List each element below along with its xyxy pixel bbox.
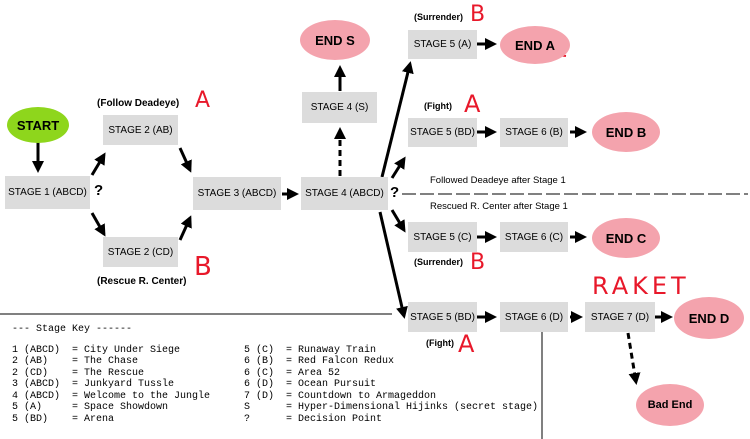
handwritten-b-surrender-top: B: [470, 2, 486, 27]
stage-4s-node: STAGE 4 (S): [302, 92, 377, 123]
handwritten-b-stage2cd: B: [194, 252, 212, 282]
edge-stage4-stage5bd-bot: [378, 211, 408, 319]
stage-key-row: 5 (A) = Space Showdown S = Hyper-Dimensio…: [12, 402, 538, 414]
stage-5bd-top-node: STAGE 5 (BD): [408, 118, 477, 147]
stage-3-node: STAGE 3 (ABCD): [193, 177, 281, 210]
label-fight-bottom: (Fight): [426, 338, 454, 348]
stage-key-entry: ? = Decision Point: [244, 413, 383, 425]
stage-key-header: --- Stage Key ------: [12, 324, 133, 335]
stage-key-entry: S = Hyper-Dimensional Hijinks (secret st…: [244, 402, 539, 413]
stage-key-entry: 5 (C) = Runaway Train: [244, 344, 377, 356]
stage-2ab-node: STAGE 2 (AB): [103, 115, 178, 145]
stage-key-entry: 4 (ABCD) = Welcome to the Jungle: [12, 390, 211, 402]
edge-stage4-stage5c: [390, 209, 406, 233]
stage-key-row: 1 (ABCD) = City Under Siege 5 (C) = Runaw…: [12, 345, 538, 357]
handwritten-a-fight-bottom: A: [458, 330, 475, 358]
label-rescued-after-stage1: Rescued R. Center after Stage 1: [430, 201, 568, 212]
handwritten-b-surrender-mid: B: [470, 250, 486, 275]
stage-5a-node: STAGE 5 (A): [408, 30, 477, 59]
stage-key-entry: 5 (A) = Space Showdown: [12, 402, 169, 413]
stage-key-row: 4 (ABCD) = Welcome to the Jungle 7 (D) = …: [12, 391, 538, 403]
stage-key-entry: 2 (CD) = The Rescue: [12, 367, 145, 379]
label-rescue-center: (Rescue R. Center): [97, 276, 187, 287]
stage-key: --- Stage Key ------ 1 (ABCD) = City Und…: [12, 324, 538, 425]
stage-key-entry: 6 (B) = Red Falcon Redux: [244, 356, 395, 367]
label-follow-deadeye: (Follow Deadeye): [97, 98, 180, 109]
label-followed-after-stage1: Followed Deadeye after Stage 1: [430, 175, 566, 186]
stage-key-entry: 6 (C) = Area 52: [244, 367, 341, 379]
end-a-node: END A: [500, 26, 570, 64]
stage-key-entry: 3 (ABCD) = Junkyard Tussle: [12, 379, 175, 390]
stage-5bd-bottom-node: STAGE 5 (BD): [408, 302, 477, 332]
decision-point-1: ?: [94, 182, 104, 199]
stage-6b-node: STAGE 6 (B): [500, 118, 568, 147]
label-fight-top: (Fight): [424, 101, 452, 111]
stage-1-node: STAGE 1 (ABCD): [5, 176, 90, 209]
end-d-node: END D: [674, 297, 744, 339]
edge-stage2ab-stage3: [178, 147, 192, 173]
end-b-node: END B: [592, 112, 660, 152]
stage-7d-node: STAGE 7 (D): [585, 302, 655, 332]
edge-stage1-stage2ab: [90, 152, 106, 176]
stage-key-entry: 1 (ABCD) = City Under Siege: [12, 344, 181, 356]
stage-6c-node: STAGE 6 (C): [500, 222, 568, 252]
edge-stage2cd-stage3: [178, 215, 192, 241]
stage-key-entry: 6 (D) = Ocean Pursuit: [244, 379, 377, 390]
stage-key-entry: 7 (D) = Countdown to Armageddon: [244, 390, 437, 402]
stage-5c-node: STAGE 5 (C): [408, 222, 477, 252]
decision-point-2: ?: [390, 184, 400, 201]
stage-2cd-node: STAGE 2 (CD): [103, 237, 178, 267]
edge-stage4-stage5bd-top: [390, 156, 406, 179]
handwritten-a-stage2ab: A: [195, 88, 211, 113]
stage-4-node: STAGE 4 (ABCD): [301, 177, 388, 210]
edge-stage4-stage5a: [380, 61, 414, 178]
end-s-node: END S: [300, 20, 370, 60]
label-surrender-top: (Surrender): [414, 12, 464, 22]
label-surrender-mid: (Surrender): [414, 257, 464, 267]
edge-stage7d-badend-dashed: [626, 332, 641, 385]
start-node: START: [7, 107, 69, 143]
stage-key-row: 3 (ABCD) = Junkyard Tussle 6 (D) = Ocean …: [12, 379, 538, 391]
stage-key-row: 2 (CD) = The Rescue 6 (C) = Area 52: [12, 368, 538, 380]
stage-key-row: 2 (AB) = The Chase 6 (B) = Red Falcon Red…: [12, 356, 538, 368]
end-c-node: END C: [592, 218, 660, 258]
handwritten-a-fight-top: A: [464, 90, 481, 118]
bad-end-node: Bad End: [636, 384, 704, 426]
stage-key-row: 5 (BD) = Arena ? = Decision Point: [12, 414, 538, 426]
stage-6d-node: STAGE 6 (D): [500, 302, 568, 332]
stage-key-entry: 5 (BD) = Arena: [12, 413, 115, 425]
stage-key-entry: 2 (AB) = The Chase: [12, 356, 139, 367]
edge-stage1-stage2cd: [90, 212, 106, 237]
handwritten-raket: RAKET: [592, 272, 690, 300]
